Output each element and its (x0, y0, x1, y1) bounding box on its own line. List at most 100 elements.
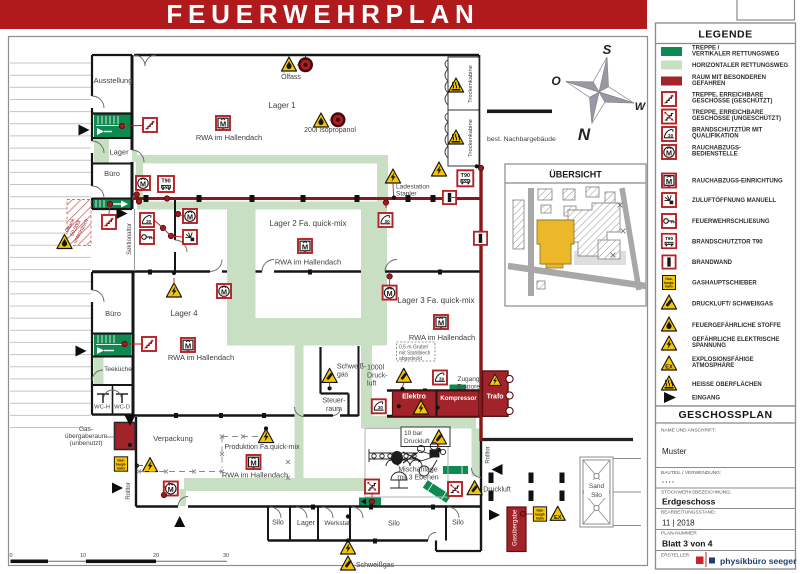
svg-text:gas: gas (337, 372, 349, 379)
svg-text:Stapler: Stapler (396, 191, 417, 198)
svg-text:DRUCKLUFT/ SCHWEIßGAS: DRUCKLUFT/ SCHWEIßGAS (692, 302, 773, 308)
svg-text:Silo: Silo (452, 520, 464, 527)
svg-text:physikbüro seeger: physikbüro seeger (720, 556, 797, 566)
svg-text:200l Isopropanol: 200l Isopropanol (304, 127, 356, 134)
svg-text:Mischanlage: Mischanlage (398, 467, 437, 474)
svg-text:mit 3 Ebenen: mit 3 Ebenen (397, 475, 438, 482)
svg-text:Ausstellung: Ausstellung (94, 76, 133, 85)
svg-text:RWA im Hallendach: RWA im Hallendach (196, 133, 262, 142)
svg-text:RAUCHABZUGS-: RAUCHABZUGS- (692, 146, 741, 152)
svg-text:Gas-: Gas- (79, 426, 93, 433)
svg-text:HORIZONTALER RETTUNGSWEG: HORIZONTALER RETTUNGSWEG (692, 63, 789, 69)
svg-text:GESCHOSSPLAN: GESCHOSSPLAN (678, 409, 772, 421)
svg-text:Sand: Sand (589, 483, 605, 490)
svg-text:RWA im Hallendach: RWA im Hallendach (275, 258, 341, 267)
svg-text:BEARBEITUNGSSTAND:: BEARBEITUNGSSTAND: (661, 510, 716, 516)
svg-text:Sektionaltor: Sektionaltor (127, 223, 133, 255)
svg-text:BRANDWAND: BRANDWAND (692, 260, 733, 266)
svg-text:RWA im Hallendach: RWA im Hallendach (222, 471, 288, 480)
svg-text:Silo: Silo (388, 521, 400, 528)
svg-text:RWA im Hallendach: RWA im Hallendach (409, 333, 475, 342)
svg-text:30: 30 (223, 553, 229, 559)
svg-text:Elektro: Elektro (402, 394, 426, 401)
svg-text:Muster: Muster (662, 447, 687, 456)
svg-text:STOCKWERKSBEZEICHNUNG:: STOCKWERKSBEZEICHNUNG: (661, 490, 731, 496)
svg-text:GEFAHREN: GEFAHREN (692, 81, 725, 87)
svg-text:TREPPE, ERREICHBARE: TREPPE, ERREICHBARE (692, 93, 763, 99)
svg-text:NAME UND ANSCHRIFT:: NAME UND ANSCHRIFT: (661, 428, 716, 434)
svg-text:Werkstatt: Werkstatt (324, 520, 352, 527)
svg-text:10 bar: 10 bar (404, 430, 423, 437)
svg-text:GESCHOSSE (GESCHÜTZT): GESCHOSSE (GESCHÜTZT) (692, 98, 772, 105)
svg-text:PLAN-NUMMER: PLAN-NUMMER (661, 531, 697, 537)
svg-text:Silo: Silo (591, 492, 602, 499)
svg-text:Blatt 3 von 4: Blatt 3 von 4 (662, 539, 713, 549)
svg-text:übergaberaum: übergaberaum (65, 433, 107, 440)
svg-text:Trockenkabine: Trockenkabine (468, 119, 474, 157)
svg-text:GESCHOSSE (UNGESCHÜTZT): GESCHOSSE (UNGESCHÜTZT) (692, 115, 781, 122)
svg-text:N: N (578, 125, 591, 144)
svg-text:(unbenutzt): (unbenutzt) (70, 440, 103, 447)
svg-text:raum: raum (326, 406, 342, 413)
svg-text:WC-H: WC-H (94, 405, 110, 411)
svg-text:ZULUFTÖFFNUNG MANUELL: ZULUFTÖFFNUNG MANUELL (692, 197, 776, 204)
svg-text:0: 0 (9, 553, 12, 559)
svg-text:Trafo: Trafo (486, 394, 503, 401)
svg-text:S: S (603, 42, 612, 57)
svg-text:BEDIENSTELLE: BEDIENSTELLE (692, 152, 738, 158)
svg-text:FEUERWEHRSCHLIEßUNG: FEUERWEHRSCHLIEßUNG (692, 219, 770, 225)
svg-text:Lager 2 Fa. quick-mix: Lager 2 Fa. quick-mix (270, 219, 347, 228)
svg-text:GEFÄHRLICHE ELEKTRISCHE: GEFÄHRLICHE ELEKTRISCHE (692, 336, 779, 343)
svg-text:EXPLOSIONSFÄHIGE: EXPLOSIONSFÄHIGE (692, 356, 754, 363)
svg-text:Lager: Lager (109, 148, 129, 157)
svg-text:best. Nachbargebäude: best. Nachbargebäude (487, 136, 556, 143)
svg-text:BRANDSCHUTZTÜR MIT: BRANDSCHUTZTÜR MIT (692, 127, 763, 134)
svg-text:Lager 3 Fa. quick-mix: Lager 3 Fa. quick-mix (398, 296, 475, 305)
svg-text:Büro: Büro (105, 309, 121, 318)
svg-text:luft: luft (367, 381, 376, 388)
svg-text:Silo: Silo (272, 520, 284, 527)
svg-text:Lager: Lager (297, 520, 316, 527)
svg-text:Büro: Büro (104, 169, 120, 178)
svg-text:Lager 4: Lager 4 (170, 309, 198, 318)
svg-text:mit Stahlblech: mit Stahlblech (399, 351, 431, 357)
svg-text:Steuer-: Steuer- (323, 398, 347, 405)
svg-text:Trockenkabine: Trockenkabine (468, 65, 474, 103)
svg-text:10: 10 (80, 553, 86, 559)
svg-text:ATMOSPHÄRE: ATMOSPHÄRE (692, 362, 734, 369)
svg-text:Verpackung: Verpackung (153, 434, 193, 443)
svg-text:LEGENDE: LEGENDE (698, 29, 752, 41)
svg-text:Kompressor: Kompressor (440, 395, 477, 402)
svg-text:Erdgeschoss: Erdgeschoss (662, 497, 716, 507)
svg-text:Ölfass: Ölfass (281, 73, 301, 81)
svg-text:Rolltor: Rolltor (126, 482, 132, 499)
svg-text:Empore: Empore (457, 384, 480, 391)
svg-text:Druck-: Druck- (367, 373, 388, 380)
svg-text:VERTIKALER RETTUNGSWEG: VERTIKALER RETTUNGSWEG (692, 52, 780, 58)
svg-text:Teeküche: Teeküche (104, 366, 132, 373)
svg-text:RAUCHABZUGS-EINRICHTUNG: RAUCHABZUGS-EINRICHTUNG (692, 179, 783, 185)
svg-text:Druckluft: Druckluft (404, 438, 430, 445)
svg-text:Gasübergabe: Gasübergabe (513, 509, 519, 546)
svg-text:····: ···· (662, 480, 675, 487)
svg-text:GASHAUPTSCHIEBER: GASHAUPTSCHIEBER (692, 281, 757, 287)
svg-text:QUALIFIKATION: QUALIFIKATION (692, 134, 739, 140)
svg-text:Rolltor: Rolltor (486, 446, 492, 463)
svg-text:BAUTEIL / VERWENDUNG:: BAUTEIL / VERWENDUNG: (661, 470, 721, 476)
svg-text:W: W (635, 101, 647, 113)
svg-text:FEUERGEFÄHRLICHE STOFFE: FEUERGEFÄHRLICHE STOFFE (692, 322, 781, 329)
svg-text:Schweißgas: Schweißgas (356, 562, 395, 569)
svg-text:abgedeckt: abgedeckt (399, 356, 423, 362)
svg-text:Schweiß-: Schweiß- (337, 364, 367, 371)
svg-text:Zugang: Zugang (457, 376, 479, 383)
svg-text:Ladestation: Ladestation (396, 184, 430, 191)
svg-text:ÜBERSICHT: ÜBERSICHT (549, 170, 602, 180)
svg-text:Lager 1: Lager 1 (268, 101, 296, 110)
svg-text:ERSTELLER:: ERSTELLER: (661, 553, 690, 559)
svg-text:20: 20 (153, 553, 159, 559)
svg-text:Druckluft: Druckluft (483, 487, 511, 494)
svg-text:RAUM MIT BESONDEREN: RAUM MIT BESONDEREN (692, 75, 766, 81)
svg-text:1000l: 1000l (367, 365, 385, 372)
svg-text:WC-D: WC-D (114, 405, 130, 411)
svg-text:BRANDSCHUTZTOR T90: BRANDSCHUTZTOR T90 (692, 240, 763, 246)
